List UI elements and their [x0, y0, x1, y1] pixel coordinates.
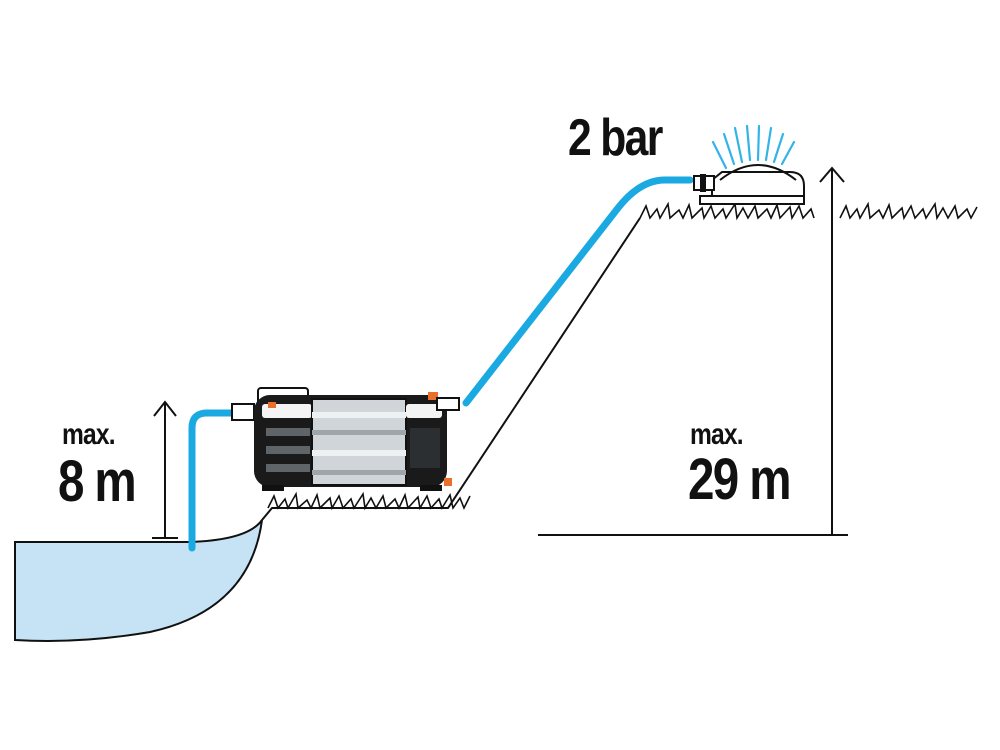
delivery-hose — [462, 176, 694, 407]
delivery-max-label: max. — [690, 418, 744, 451]
grass-icon-lower — [267, 491, 471, 511]
suction-max-label: max. — [62, 418, 116, 451]
pump-icon — [231, 387, 460, 491]
suction-height-value: 8 m — [58, 449, 137, 514]
ground-line — [261, 217, 641, 521]
spray-icon — [711, 124, 796, 170]
up-arrow-icon-suction — [152, 400, 178, 539]
up-arrow-icon-delivery — [538, 166, 848, 536]
water-body-icon — [14, 519, 263, 642]
sprinkler-icon — [693, 164, 805, 205]
delivery-height-value: 29 m — [688, 447, 791, 512]
grass-icon-upper — [639, 201, 978, 221]
pressure-label: 2 bar — [568, 109, 663, 167]
suction-hose — [188, 409, 254, 552]
